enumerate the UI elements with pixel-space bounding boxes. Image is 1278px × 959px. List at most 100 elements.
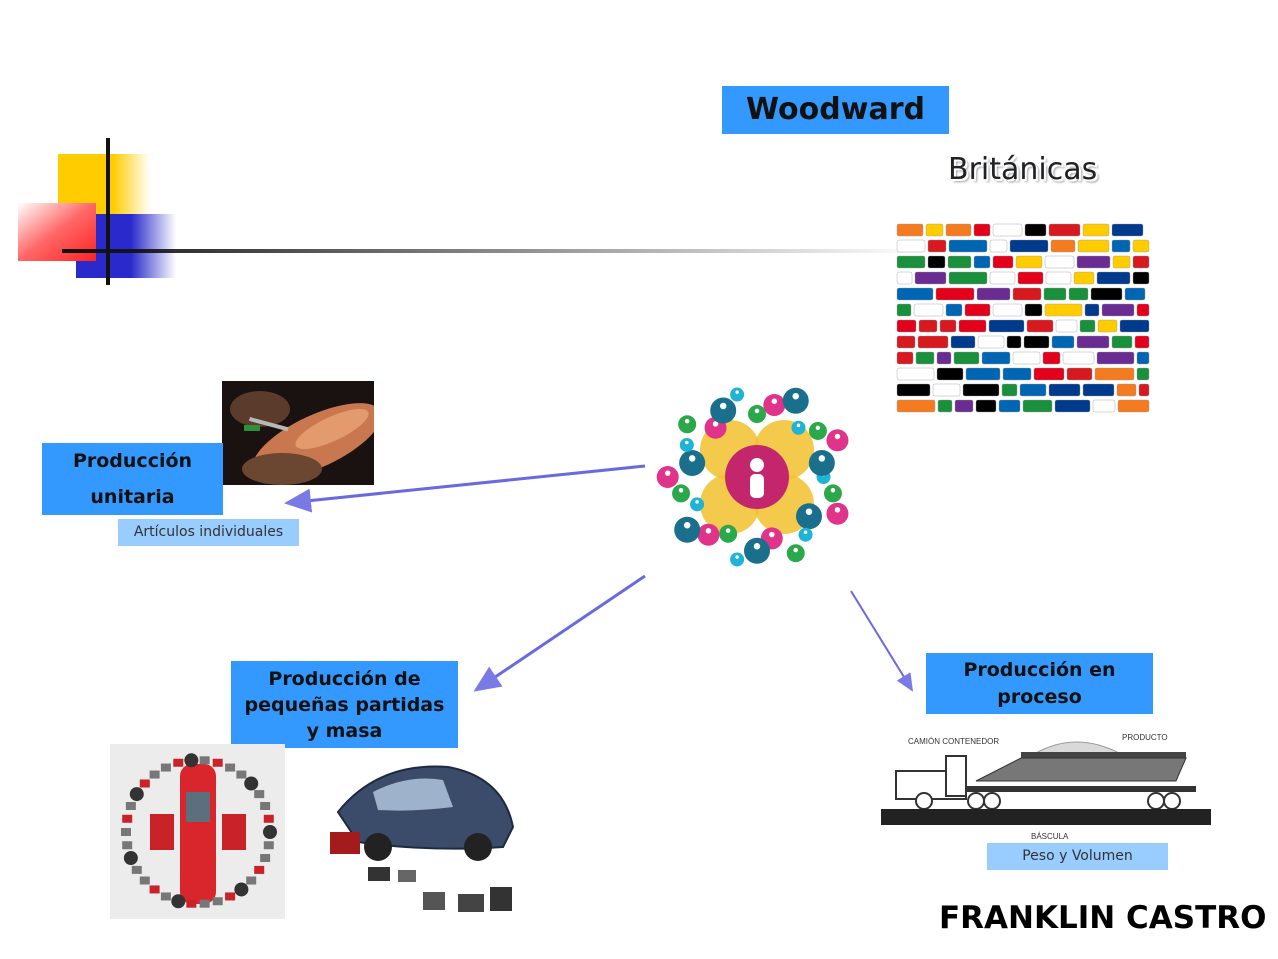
- brand-logo: [917, 335, 949, 349]
- brand-logo: [1082, 223, 1110, 237]
- brand-logo: [1094, 367, 1135, 381]
- person-bubble: [730, 387, 745, 402]
- car-part: [129, 787, 144, 802]
- brand-logo: [896, 351, 914, 365]
- wood-carving-image: [222, 381, 374, 485]
- person-icon: [664, 470, 671, 476]
- person-icon: [805, 508, 813, 515]
- person-icon: [793, 547, 798, 553]
- car-part: [171, 894, 186, 909]
- car-part: [149, 885, 160, 894]
- person-bubble: [786, 544, 805, 563]
- person-icon: [803, 530, 808, 534]
- arrow-to-proceso: [850, 590, 914, 692]
- brand-logo: [1101, 303, 1135, 317]
- car-part: [160, 763, 171, 772]
- car-part: [123, 851, 138, 866]
- brand-logo: [1048, 383, 1081, 397]
- product-label: PRODUCTO: [1122, 733, 1168, 742]
- person-bubble: [795, 503, 822, 530]
- brand-logo: [989, 239, 1008, 253]
- person-icon: [818, 455, 826, 462]
- brand-logo: [1024, 223, 1047, 237]
- person-icon: [735, 390, 739, 394]
- person-icon: [719, 402, 727, 410]
- person-bubble: [791, 420, 806, 435]
- brand-logo: [965, 367, 1001, 381]
- brand-logo: [1073, 271, 1095, 285]
- car-parts-image: [110, 744, 285, 919]
- brand-logo: [896, 271, 913, 285]
- brand-logo: [1111, 239, 1131, 253]
- brand-logo: [964, 303, 991, 317]
- person-bubble: [826, 502, 849, 525]
- brand-logo: [927, 239, 947, 253]
- brand-logo: [981, 351, 1011, 365]
- car-part: [121, 828, 131, 836]
- person-bubble: [782, 387, 809, 414]
- brand-logo: [950, 335, 976, 349]
- car-part: [122, 841, 133, 850]
- brand-logo: [988, 319, 1025, 333]
- pequenas-line3: y masa: [306, 720, 383, 742]
- brand-logo: [1054, 399, 1091, 413]
- person-icon: [815, 425, 821, 431]
- car-part: [122, 814, 133, 823]
- brand-logo: [1051, 335, 1075, 349]
- car-part: [212, 897, 223, 906]
- brand-logo: [896, 383, 931, 397]
- brand-logo: [1044, 303, 1083, 317]
- brand-logo: [936, 367, 964, 381]
- person-bubble: [823, 484, 842, 503]
- car-part: [186, 899, 197, 908]
- person-icon: [684, 418, 690, 424]
- production-unitaria-box: Producción unitaria: [42, 443, 223, 515]
- brand-logo: [1112, 255, 1131, 269]
- brand-logo: [1033, 367, 1065, 381]
- pequenas-line2: pequeñas partidas: [244, 694, 445, 716]
- brand-logo: [937, 399, 953, 413]
- brand-logo: [1012, 351, 1041, 365]
- arrow-to-unitaria: [284, 464, 646, 513]
- scale-label: BÁSCULA: [1031, 832, 1069, 841]
- production-proceso-box: Producción en proceso: [926, 653, 1153, 714]
- brand-logo: [1042, 351, 1061, 365]
- author-name: FRANKLIN CASTRO: [939, 900, 1267, 936]
- car-part: [212, 758, 223, 767]
- brand-logo: [973, 223, 991, 237]
- brand-logo: [992, 255, 1014, 269]
- car-part: [160, 892, 171, 901]
- car-part: [254, 790, 265, 799]
- brand-logo: [992, 223, 1023, 237]
- vertical-line: [106, 138, 110, 285]
- person-icon: [735, 555, 739, 559]
- brand-logo: [914, 271, 947, 285]
- brand-logo: [1068, 287, 1089, 301]
- person-bubble: [744, 537, 770, 564]
- brand-logo: [939, 319, 957, 333]
- brand-logo: [973, 255, 991, 269]
- person-icon: [725, 528, 731, 533]
- brand-logo: [977, 335, 1005, 349]
- brand-logo: [918, 319, 938, 333]
- brand-logo: [1132, 271, 1150, 285]
- brand-logo: [896, 367, 935, 381]
- brand-logo: [1026, 319, 1054, 333]
- proceso-caption: Peso y Volumen: [987, 843, 1168, 870]
- brand-logo: [896, 287, 934, 301]
- car-part: [263, 814, 274, 823]
- car-part: [263, 841, 274, 850]
- brand-logo: [1017, 271, 1044, 285]
- person-icon: [683, 521, 691, 529]
- person-bubble: [710, 397, 737, 424]
- proceso-line1: Producción en: [963, 659, 1116, 681]
- car-part: [246, 876, 257, 885]
- person-bubble: [808, 449, 835, 476]
- person-bubble: [690, 497, 705, 512]
- person-icon: [695, 500, 699, 504]
- brand-logo: [1066, 367, 1093, 381]
- brand-logo: [1076, 335, 1110, 349]
- brand-logo: [953, 351, 980, 365]
- brand-logo: [975, 399, 997, 413]
